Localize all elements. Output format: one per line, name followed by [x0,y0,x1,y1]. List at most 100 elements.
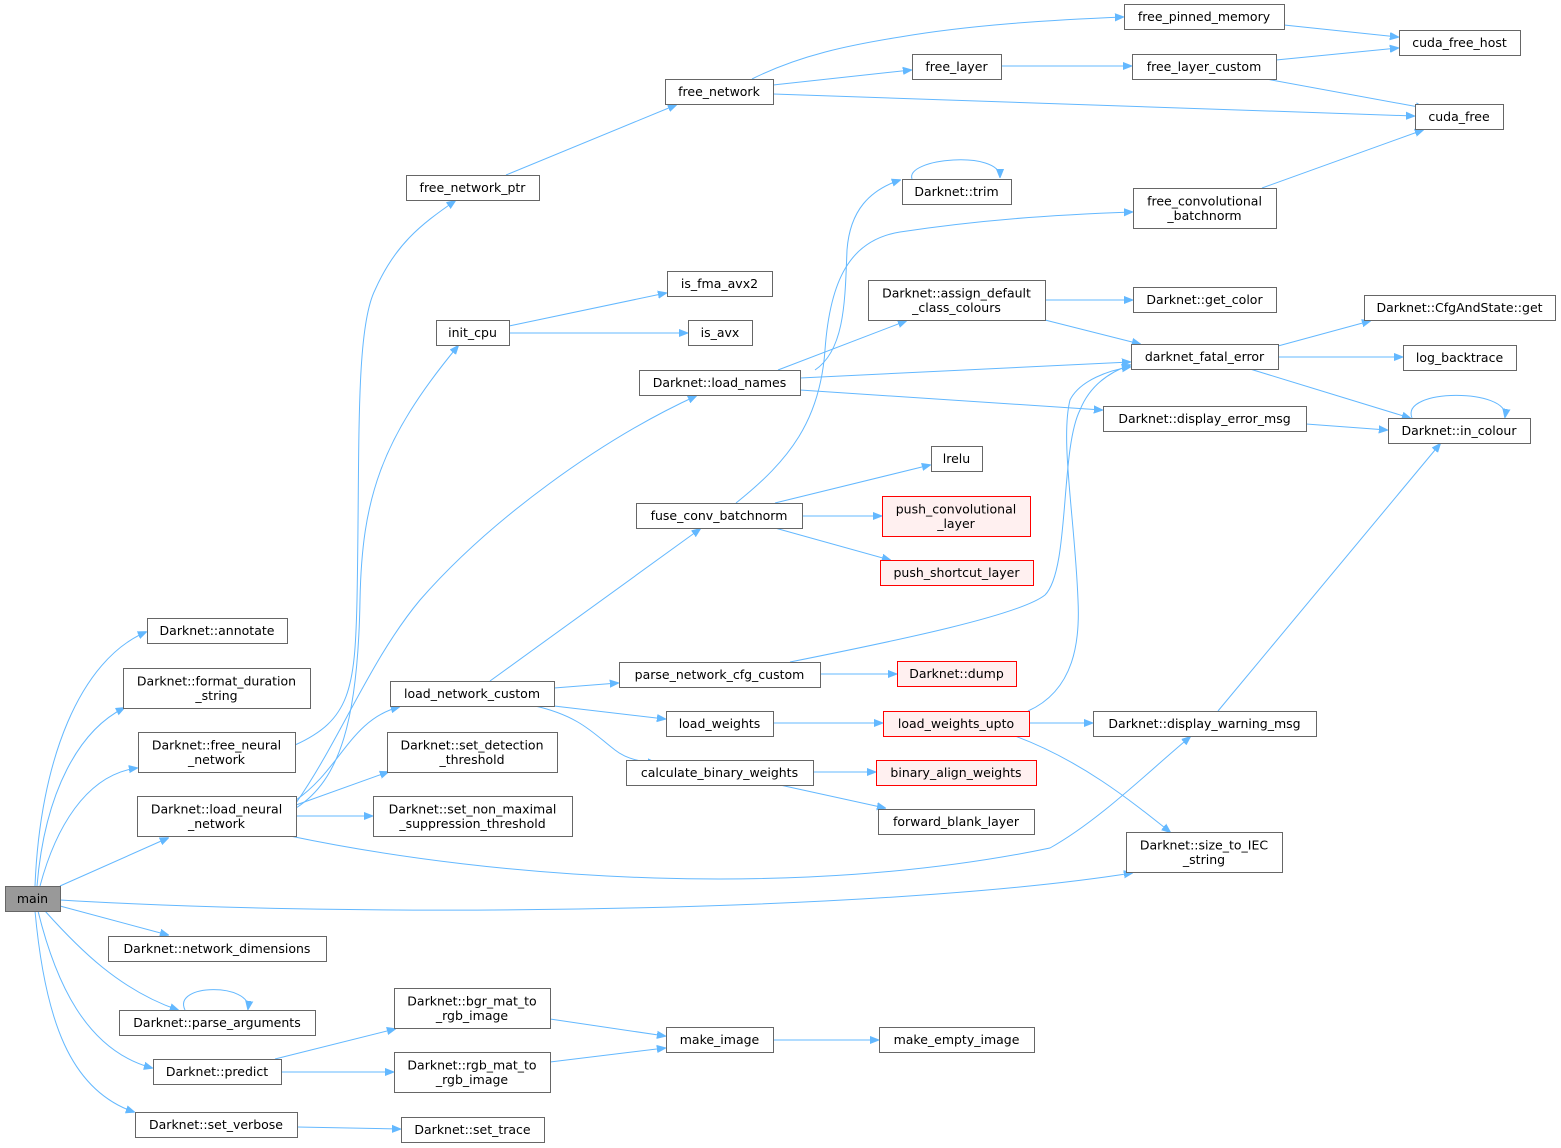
node-push-conv[interactable]: push_convolutional_layer [882,496,1031,537]
call-edge-load_weights_upto-size_to_iec [1014,735,1170,832]
node-box [390,681,555,707]
node-label: _suppression_threshold [398,816,545,831]
node-parse-arguments[interactable]: Darknet::parse_arguments [119,1010,316,1036]
node-label: Darknet::bgr_mat_to [407,993,536,1008]
node-label: free_network_ptr [420,180,527,195]
node-is-avx[interactable]: is_avx [688,320,753,346]
node-label: _network [187,816,246,831]
node-get-color[interactable]: Darknet::get_color [1133,287,1277,313]
node-set-detection[interactable]: Darknet::set_detection_threshold [387,732,558,773]
node-label: forward_blank_layer [893,814,1020,829]
node-box [1415,104,1504,130]
node-label: _batchnorm [1166,208,1241,223]
node-free-conv-bn[interactable]: free_convolutional_batchnorm [1133,188,1277,229]
node-free-layer[interactable]: free_layer [912,54,1002,80]
node-label: _rgb_image [435,1072,509,1087]
call-edge-load_network_custom-load_weights [553,705,665,719]
node-box [1132,54,1277,80]
node-box [153,1059,282,1085]
node-box [883,711,1030,737]
node-load-weights-upto[interactable]: load_weights_upto [883,711,1030,737]
node-free-network-ptr[interactable]: free_network_ptr [406,175,540,201]
node-in-colour[interactable]: Darknet::in_colour [1388,418,1531,444]
node-darknet-fatal[interactable]: darknet_fatal_error [1131,344,1279,370]
node-lrelu[interactable]: lrelu [931,446,983,472]
node-display-warning[interactable]: Darknet::display_warning_msg [1093,711,1317,737]
node-rgb-mat[interactable]: Darknet::rgb_mat_to_rgb_image [394,1052,551,1093]
call-edge-set_verbose-set_trace [296,1127,400,1129]
node-dump[interactable]: Darknet::dump [897,661,1017,687]
node-box [665,79,774,105]
call-edge-darknet_fatal-cfg_get [1277,321,1370,347]
node-format-duration[interactable]: Darknet::format_duration_string [123,668,311,709]
node-network-dimensions[interactable]: Darknet::network_dimensions [108,936,327,962]
node-forward-blank[interactable]: forward_blank_layer [878,809,1035,835]
node-assign-default[interactable]: Darknet::assign_default_class_colours [868,280,1046,321]
node-label: push_convolutional [896,501,1017,516]
call-edge-free_layer_custom-cuda_free [1265,78,1424,108]
call-edge-load_names-assign_default [777,321,906,371]
node-load-weights[interactable]: load_weights [666,711,774,737]
node-load-neural[interactable]: Darknet::load_neural_network [137,796,297,837]
node-box [878,809,1035,835]
node-free-layer-custom[interactable]: free_layer_custom [1132,54,1277,80]
node-free-pinned[interactable]: free_pinned_memory [1124,4,1285,30]
node-make-image[interactable]: make_image [666,1027,774,1053]
node-box [868,280,1046,321]
node-label: Darknet::network_dimensions [124,941,311,956]
node-fuse-conv[interactable]: fuse_conv_batchnorm [636,503,803,529]
node-box [879,1027,1035,1053]
node-bgr-mat[interactable]: Darknet::bgr_mat_to_rgb_image [394,988,551,1029]
node-make-empty[interactable]: make_empty_image [879,1027,1035,1053]
node-set-nms[interactable]: Darknet::set_non_maximal_suppression_thr… [373,796,573,837]
node-box [387,732,558,773]
call-edge-load_weights_upto-darknet_fatal [1027,367,1130,712]
node-label: Darknet::get_color [1146,292,1263,307]
node-cfg-get[interactable]: Darknet::CfgAndState::get [1364,295,1556,321]
call-edge-main-size_to_iec [59,873,1132,911]
node-parse-cfg[interactable]: parse_network_cfg_custom [619,662,821,688]
node-main[interactable]: main [5,886,61,912]
node-trim[interactable]: Darknet::trim [902,179,1012,205]
node-box [137,796,297,837]
node-load-network-custom[interactable]: load_network_custom [390,681,555,707]
node-cuda-free-host[interactable]: cuda_free_host [1399,30,1521,56]
node-annotate[interactable]: Darknet::annotate [147,618,288,644]
node-label: _network [187,752,246,767]
node-size-to-iec[interactable]: Darknet::size_to_IEC_string [1126,832,1283,873]
node-free-network[interactable]: free_network [665,79,774,105]
call-edge-predict-bgr_mat [274,1029,395,1060]
node-label: Darknet::load_names [653,375,787,390]
call-edge-free_network-free_layer [772,70,911,86]
node-push-shortcut[interactable]: push_shortcut_layer [880,560,1034,586]
call-edge-main-annotate [34,632,146,887]
node-box [394,988,551,1029]
node-load-names[interactable]: Darknet::load_names [639,370,801,396]
node-label: Darknet::assign_default [882,285,1031,300]
node-init-cpu[interactable]: init_cpu [436,320,510,346]
node-predict[interactable]: Darknet::predict [153,1059,282,1085]
node-box [1399,30,1521,56]
call-edge-darknet_fatal-in_colour [1249,368,1410,418]
node-box [394,1052,551,1093]
node-free-neural[interactable]: Darknet::free_neural_network [138,732,296,773]
call-edge-free_conv_bn-cuda_free [1261,130,1423,189]
node-set-trace[interactable]: Darknet::set_trace [401,1117,545,1143]
node-display-error[interactable]: Darknet::display_error_msg [1103,406,1307,432]
node-binary-align[interactable]: binary_align_weights [876,760,1037,786]
node-box [1103,406,1307,432]
node-cuda-free[interactable]: cuda_free [1415,104,1504,130]
node-label: Darknet::predict [166,1064,268,1079]
call-edge-calc_binary-forward_blank [779,784,885,808]
node-label: Darknet::annotate [160,623,275,638]
node-log-backtrace[interactable]: log_backtrace [1403,345,1517,371]
call-edge-trim-trim [911,159,1000,180]
nodes-layer: main Darknet::annotateDarknet::format_dur… [5,4,1556,1143]
node-label: lrelu [943,451,970,466]
call-edge-main-format_duration [36,708,124,887]
call-edge-in_colour-in_colour [1410,394,1505,418]
node-box [688,320,753,346]
node-is-fma-avx2[interactable]: is_fma_avx2 [667,271,773,297]
node-calc-binary[interactable]: calculate_binary_weights [626,760,814,786]
node-set-verbose[interactable]: Darknet::set_verbose [135,1112,298,1138]
